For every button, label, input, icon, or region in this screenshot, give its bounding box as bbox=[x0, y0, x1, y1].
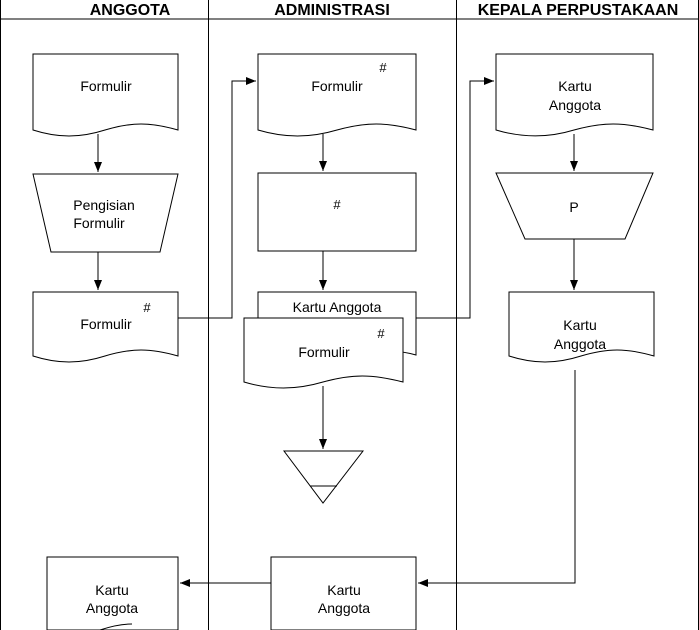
manual-operation-label-line1: Pengisian bbox=[73, 197, 135, 213]
document-kartu-anggota-member: Kartu Anggota bbox=[46, 556, 179, 630]
document-label-line2: Anggota bbox=[318, 600, 370, 616]
document-front-mark: # bbox=[377, 326, 385, 341]
archive-file-symbol bbox=[283, 450, 365, 504]
connectors bbox=[94, 77, 578, 587]
lane-header-kepala-perpustakaan: KEPALA PERPUSTAKAAN bbox=[478, 2, 679, 19]
document-formulir-anggota: Formulir bbox=[32, 53, 179, 137]
document-kartu-anggota-signed: Kartu Anggota bbox=[508, 291, 655, 363]
document-label: Formulir bbox=[80, 78, 132, 94]
document-stack-kartu-formulir: Kartu Anggota Formulir # bbox=[243, 291, 417, 389]
document-label-line1: Kartu bbox=[95, 582, 128, 598]
arrow-administrasi-to-kepala bbox=[416, 77, 494, 319]
lane-header-anggota: ANGGOTA bbox=[90, 2, 171, 19]
manual-operation-p: P bbox=[495, 172, 654, 240]
process-mark: # bbox=[333, 197, 341, 212]
document-label-line1: Kartu bbox=[563, 317, 596, 333]
document-back-label: Kartu Anggota bbox=[293, 299, 382, 315]
document-label-line1: Kartu bbox=[327, 582, 360, 598]
document-mark: # bbox=[379, 60, 387, 75]
document-label: Formulir bbox=[80, 316, 132, 332]
arrow-anggota-to-administrasi bbox=[178, 77, 256, 319]
document-label-line2: Anggota bbox=[549, 97, 601, 113]
document-label-line2: Anggota bbox=[554, 336, 606, 352]
document-formulir-admin: Formulir # bbox=[257, 53, 417, 137]
document-mark: # bbox=[143, 300, 151, 315]
document-kartu-anggota-admin: Kartu Anggota bbox=[270, 556, 417, 630]
process-box: # bbox=[257, 172, 417, 252]
manual-operation-pengisian-formulir: Pengisian Formulir bbox=[32, 173, 179, 253]
document-kartu-anggota-kepala: Kartu Anggota bbox=[495, 53, 654, 137]
document-formulir-filled: Formulir # bbox=[32, 291, 179, 363]
document-label: Formulir bbox=[311, 78, 363, 94]
document-label-line2: Anggota bbox=[86, 600, 138, 616]
manual-operation-label: P bbox=[569, 199, 578, 215]
document-label-line1: Kartu bbox=[558, 78, 591, 94]
lane-header-administrasi: ADMINISTRASI bbox=[274, 2, 390, 19]
manual-operation-label-line2: Formulir bbox=[73, 215, 125, 231]
document-front-label: Formulir bbox=[298, 344, 350, 360]
arrow-kepala-to-administrasi bbox=[418, 370, 576, 587]
